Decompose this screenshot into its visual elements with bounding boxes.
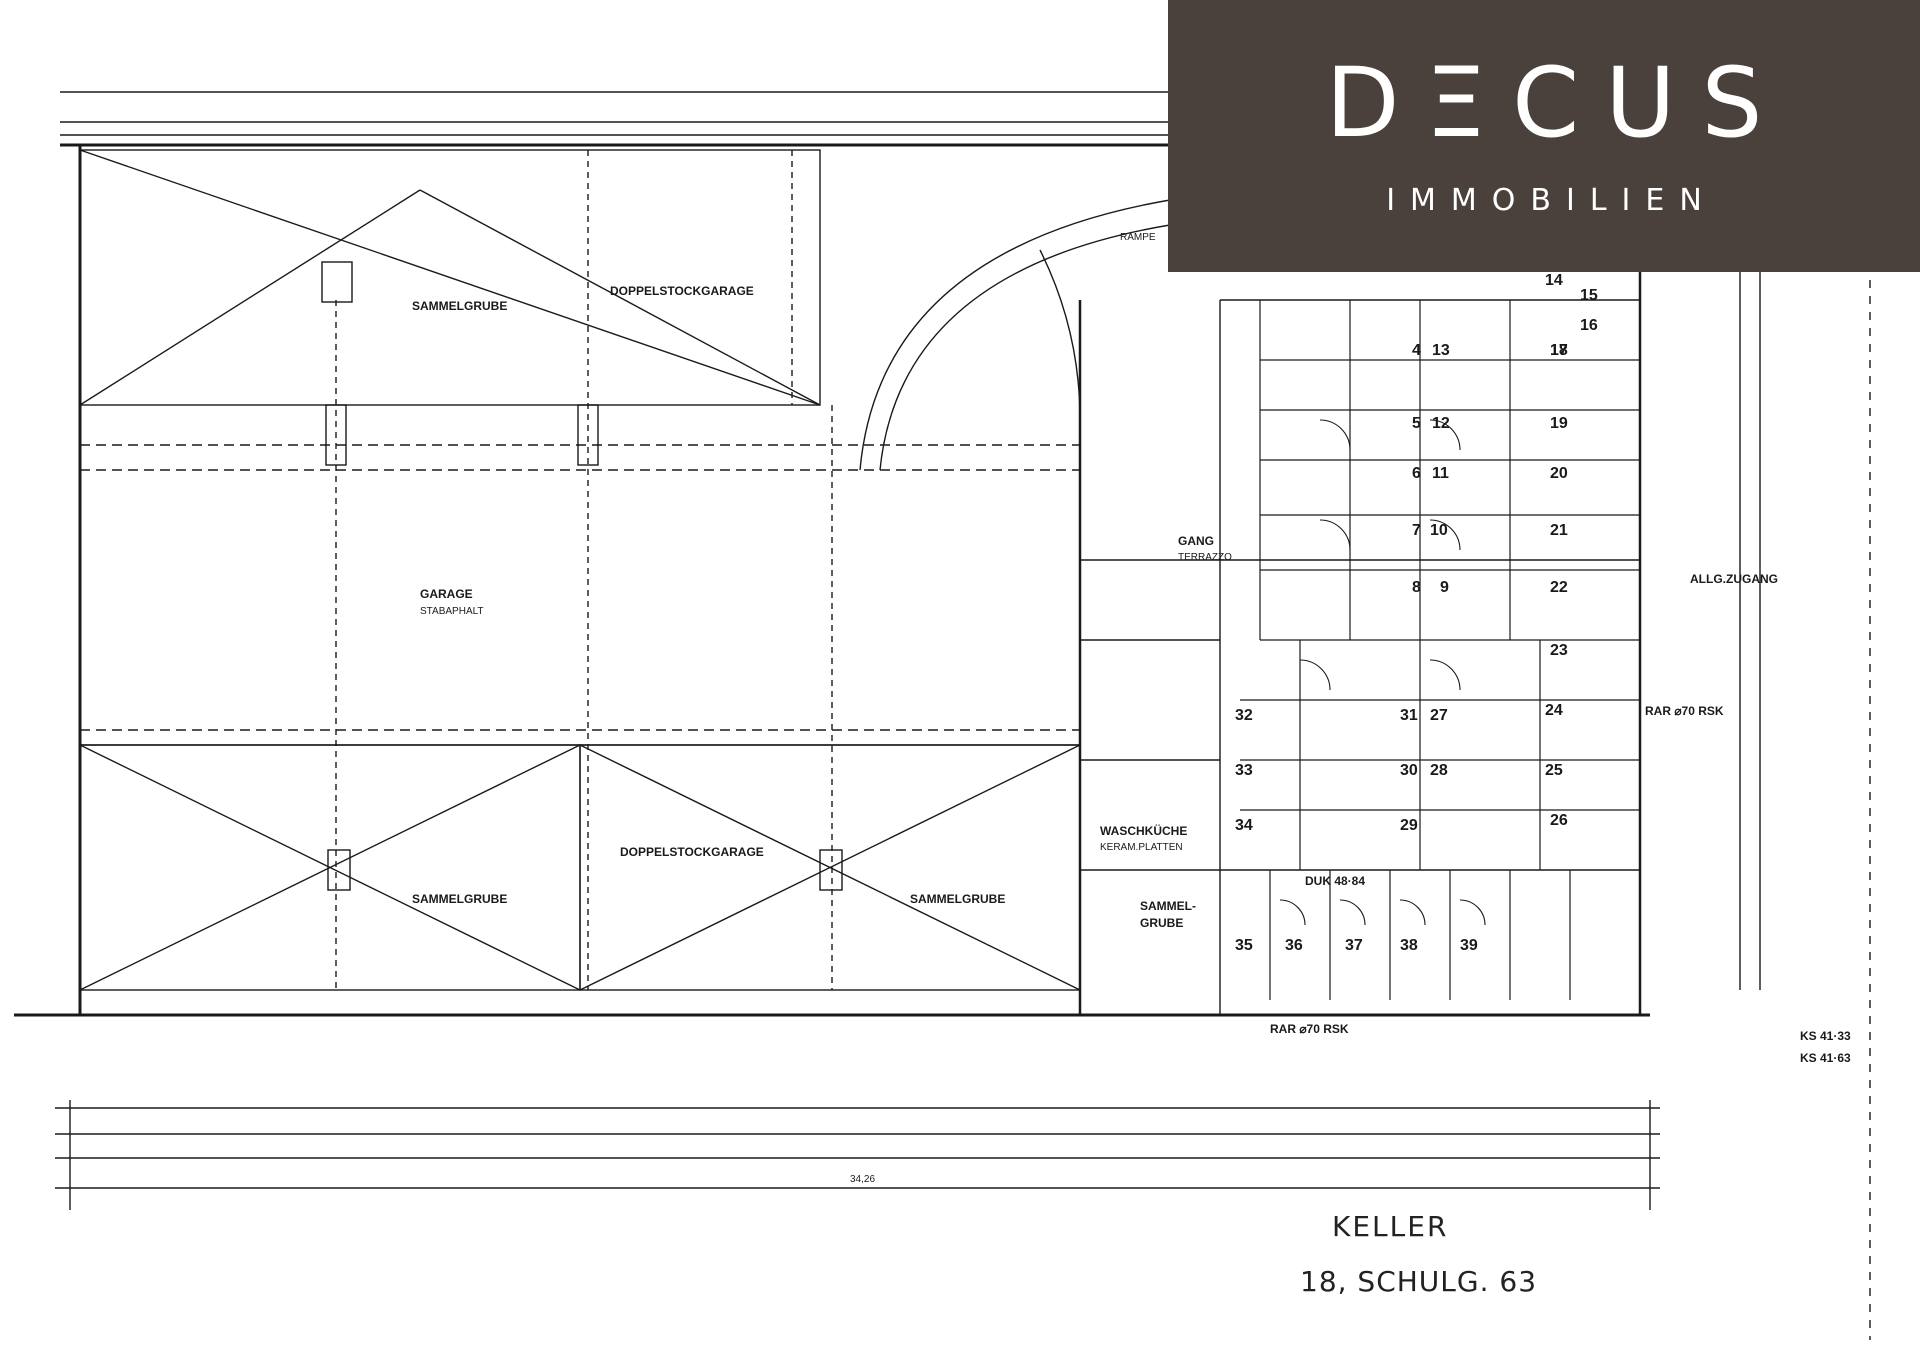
room-number: 20 [1550,465,1568,482]
label-rar-right: RAR ⌀70 RSK [1645,704,1724,718]
room-numbers: 4 5 6 7 8 9 10 11 12 13 14 15 16 17 18 1… [1235,272,1598,954]
label-gang: GANG [1178,534,1214,548]
room-number: 14 [1545,272,1563,289]
label-duk: DUK 48·84 [1305,874,1365,888]
caption-title: KELLER [1332,1210,1449,1243]
room-number: 33 [1235,762,1253,779]
label-allg-zugang: ALLG.ZUGANG [1690,572,1778,586]
label-waschkueche: WASCHKÜCHE [1100,823,1187,838]
room-number: 6 [1412,465,1421,482]
room-number: 35 [1235,937,1253,954]
room-number: 27 [1430,707,1448,724]
label-rampe: RAMPE [1120,232,1156,243]
caption-address: 18, SCHULG. 63 [1300,1265,1538,1298]
room-number: 38 [1400,937,1418,954]
room-number: 28 [1430,762,1448,779]
room-number: 16 [1580,317,1598,334]
room-number: 23 [1550,642,1568,659]
room-number: 9 [1440,579,1449,596]
room-number: 8 [1412,579,1421,596]
room-number: 34 [1235,817,1253,834]
label-ks-1: KS 41·33 [1800,1029,1851,1043]
room-number: 26 [1550,812,1568,829]
room-number: 13 [1432,342,1450,359]
room-number: 25 [1545,762,1563,779]
label-sammelgrube-small-2: GRUBE [1140,916,1183,930]
room-number: 22 [1550,579,1568,596]
label-doppelstockgarage-top: DOPPELSTOCKGARAGE [610,284,754,298]
label-sammelgrube-small: SAMMEL- [1140,899,1196,913]
brand-subtitle: IMMOBILIEN [1386,182,1717,218]
room-number: 18 [1550,342,1568,359]
label-garage: GARAGE [420,587,473,601]
label-sammelgrube-1: SAMMELGRUBE [412,299,507,313]
room-number: 39 [1460,937,1478,954]
plan-caption: KELLER 18, SCHULG. 63 [1300,1210,1537,1298]
room-number: 30 [1400,762,1418,779]
room-number: 24 [1545,702,1563,719]
room-number: 31 [1400,707,1418,724]
room-number: 10 [1430,522,1448,539]
room-number: 15 [1580,287,1598,304]
room-number: 17 [1550,342,1568,359]
label-sammelgrube-2: SAMMELGRUBE [412,892,507,906]
room-number: 36 [1285,937,1303,954]
room-number: 7 [1412,522,1421,539]
room-number: 29 [1400,817,1418,834]
label-sammelgrube-3: SAMMELGRUBE [910,892,1005,906]
label-waschkueche-sub: KERAM.PLATTEN [1100,842,1183,853]
label-garage-sub: STABAPHALT [420,606,484,617]
label-rar-bottom: RAR ⌀70 RSK [1270,1022,1349,1036]
brand-logo-panel: DΞCUS IMMOBILIEN [1168,0,1920,272]
room-number: 11 [1432,465,1449,482]
room-number: 19 [1550,415,1568,432]
room-number: 5 [1412,415,1421,432]
label-gang-sub: TERRAZZO [1178,552,1232,563]
room-number: 32 [1235,707,1253,724]
room-number: 21 [1550,522,1568,539]
label-dim-total: 34,26 [850,1174,875,1185]
room-number: 37 [1345,937,1363,954]
room-number: 12 [1432,415,1450,432]
label-doppelstockgarage-bottom: DOPPELSTOCKGARAGE [620,845,764,859]
room-number: 4 [1412,342,1421,359]
label-ks-2: KS 41·63 [1800,1051,1851,1065]
brand-name: DΞCUS [1325,46,1789,159]
